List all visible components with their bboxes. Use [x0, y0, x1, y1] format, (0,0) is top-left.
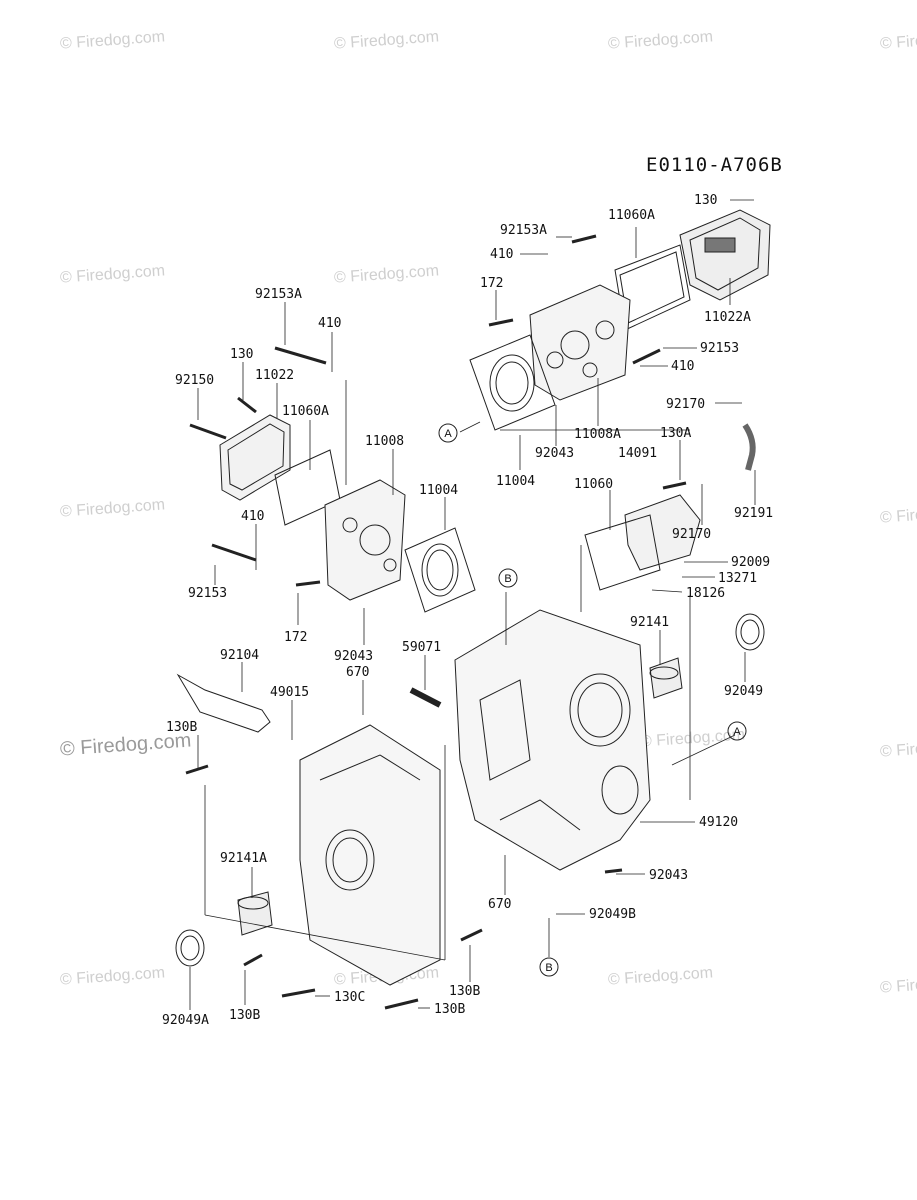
part-label: 18126: [686, 586, 725, 601]
part-label: 11022: [255, 368, 294, 383]
callout-b-marker: [539, 957, 559, 977]
part-label: 11022A: [704, 310, 751, 325]
callout-b-label: B: [545, 962, 552, 974]
part-label: 11060: [574, 477, 613, 492]
part-label: 130C: [334, 990, 365, 1005]
breather-cover-14091: [624, 494, 701, 571]
part-label: 670: [488, 897, 511, 912]
part-label: 59071: [402, 640, 441, 655]
part-label: 11060A: [608, 208, 655, 223]
part-label: 92153: [188, 586, 227, 601]
part-label: 130B: [449, 984, 480, 999]
part-label: 92049A: [162, 1013, 209, 1028]
part-label: 130B: [229, 1008, 260, 1023]
callout-b-marker: [498, 568, 518, 588]
part-label: 92043: [334, 649, 373, 664]
cylinder-head-11008A: [529, 284, 631, 401]
part-label: 11004: [496, 474, 535, 489]
crankcase-cover-49015: [299, 724, 441, 986]
part-label: 92141A: [220, 851, 267, 866]
part-label: 410: [318, 316, 341, 331]
part-label: 92191: [734, 506, 773, 521]
part-label: 11060A: [282, 404, 329, 419]
part-label: 11008A: [574, 427, 621, 442]
part-label: 410: [671, 359, 694, 374]
part-label: 410: [241, 509, 264, 524]
part-label: 92104: [220, 648, 259, 663]
part-label: 11008: [365, 434, 404, 449]
gasket-11060: [584, 514, 661, 591]
part-label: 11004: [419, 483, 458, 498]
diagram-code: E0110-A706B: [646, 154, 783, 176]
part-label: 92153: [700, 341, 739, 356]
part-label: 130B: [434, 1002, 465, 1017]
part-label: 172: [284, 630, 307, 645]
part-label: 410: [490, 247, 513, 262]
part-label: 130A: [660, 426, 691, 441]
part-label: 92043: [535, 446, 574, 461]
part-label: 92141: [630, 615, 669, 630]
callout-a-marker: [438, 423, 458, 443]
part-label: 92153A: [255, 287, 302, 302]
part-label: 92049: [724, 684, 763, 699]
part-label: 13271: [718, 571, 757, 586]
part-label: 130B: [166, 720, 197, 735]
part-label: 49015: [270, 685, 309, 700]
head-gasket-11004-top: [469, 334, 556, 431]
oil-seal-92049: [735, 613, 765, 651]
part-label: 92153A: [500, 223, 547, 238]
head-gasket-11004-left: [404, 527, 476, 613]
hose-92191: [742, 423, 756, 471]
callout-a-label: A: [733, 726, 741, 738]
part-label: 670: [346, 665, 369, 680]
valve-cover-11022A: [679, 209, 771, 301]
part-label: 92170: [672, 527, 711, 542]
part-label: 92009: [731, 555, 770, 570]
sealant-tube-92104: [176, 673, 271, 733]
callout-a-marker: [727, 721, 747, 741]
crankcase-49120: [454, 609, 651, 871]
part-label: 172: [480, 276, 503, 291]
cylinder-head-11008: [324, 479, 406, 601]
callout-a-label: A: [444, 428, 452, 440]
part-label: 92043: [649, 868, 688, 883]
part-label: 49120: [699, 815, 738, 830]
part-label: 130: [694, 193, 717, 208]
part-label: 92170: [666, 397, 705, 412]
bushing-92141A: [237, 891, 273, 936]
valve-cover-11022: [219, 414, 291, 501]
part-label: 14091: [618, 446, 657, 461]
part-label: 92049B: [589, 907, 636, 922]
part-label: 130: [230, 347, 253, 362]
oil-seal-92049A: [175, 929, 205, 967]
callout-b-label: B: [504, 573, 511, 585]
part-label: 92150: [175, 373, 214, 388]
